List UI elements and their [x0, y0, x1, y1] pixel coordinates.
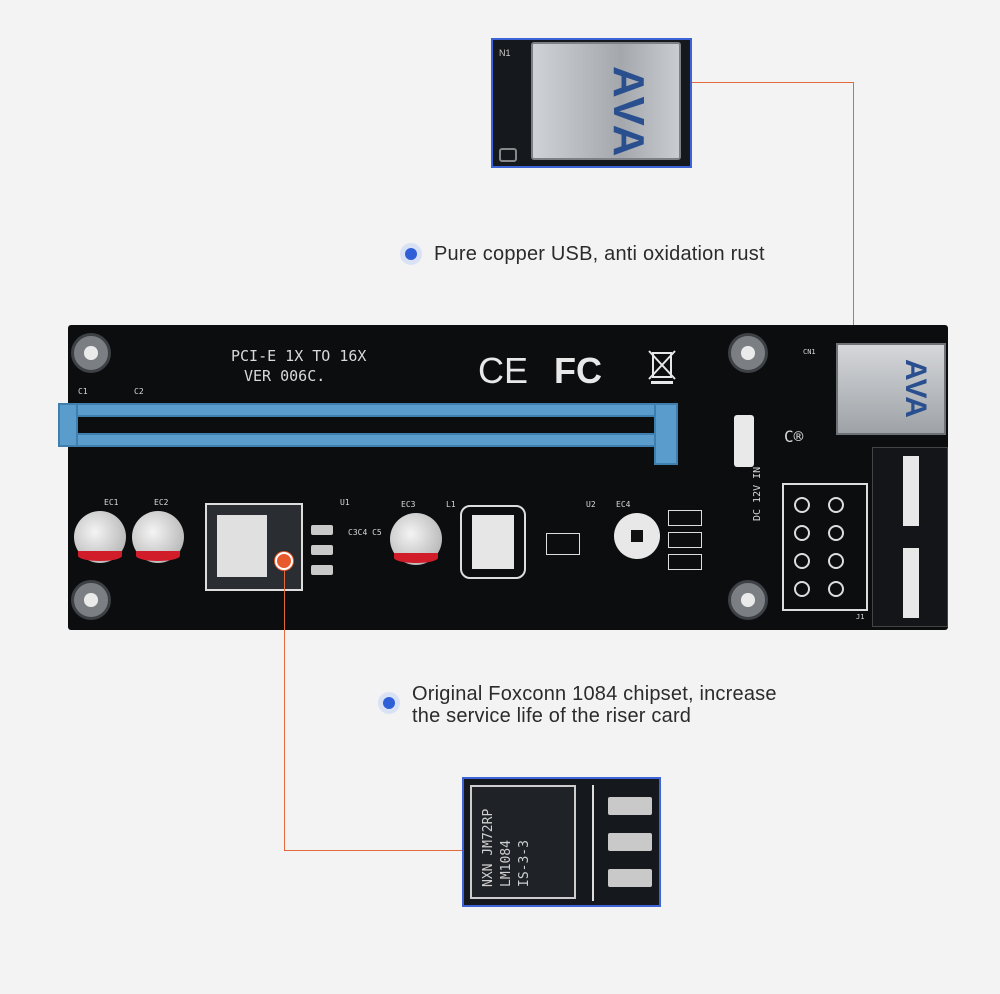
diode-d1 — [668, 510, 702, 526]
usb-leader-horizontal — [692, 82, 854, 83]
ec2-label: EC2 — [154, 498, 169, 507]
chip-zoom-inset: NXN JM72RP LM1084 IS-3-3 — [462, 777, 661, 907]
pcie-slot-start — [58, 403, 78, 447]
model-line-2: VER 006C. — [244, 367, 326, 385]
lm1084-regulator — [205, 503, 303, 591]
c2-label: C2 — [134, 387, 144, 396]
chip-marker — [275, 552, 293, 570]
ce-mark: CE — [478, 350, 529, 391]
chip-zoom-marking: NXN JM72RP LM1084 IS-3-3 — [480, 779, 534, 887]
mount-hole — [728, 333, 768, 373]
usb-zoom-port: AVA — [531, 42, 681, 160]
chip-leader-vertical — [284, 570, 285, 850]
diode-d3 — [668, 554, 702, 570]
inductor-l1 — [460, 505, 526, 579]
capacitor-ec1 — [74, 511, 126, 563]
chip-marking-line-2: LM1084 — [499, 840, 514, 887]
c1-label: C1 — [78, 387, 88, 396]
bullet-icon — [378, 692, 400, 714]
chip-u2 — [546, 533, 580, 555]
pcie-latch — [734, 415, 754, 467]
diode-d2 — [668, 532, 702, 548]
usb-zoom-inset: N1 AVA — [491, 38, 692, 168]
usb-zoom-brand: AVA — [604, 66, 653, 159]
capacitor-ec4 — [614, 513, 660, 559]
chip-zoom-body: NXN JM72RP LM1084 IS-3-3 — [470, 785, 576, 899]
usb-zoom-mount-hole — [499, 148, 517, 162]
fc-mark: FC — [554, 350, 602, 391]
regulator-pin — [311, 565, 333, 575]
power-label: DC 12V IN — [752, 466, 763, 521]
power-connector — [782, 483, 868, 611]
chip-zoom-pin — [608, 833, 652, 851]
c3c4-c5-label: C3C4 C5 — [348, 528, 382, 537]
usb-callout-text: Pure copper USB, anti oxidation rust — [434, 243, 765, 265]
usb-zoom-label: N1 — [499, 48, 511, 58]
pcie-slot-end — [654, 403, 678, 465]
ec1-label: EC1 — [104, 498, 119, 507]
pcie-x16-slot — [58, 403, 678, 417]
chip-zoom-pin — [608, 797, 652, 815]
ec4-label: EC4 — [616, 500, 631, 509]
mount-hole — [728, 580, 768, 620]
chipset-callout: Original Foxconn 1084 chipset, increase … — [378, 683, 777, 727]
ec3-label: EC3 — [401, 500, 416, 509]
chipset-callout-text: Original Foxconn 1084 chipset, increase … — [412, 683, 777, 727]
bullet-icon — [400, 243, 422, 265]
mount-hole — [71, 580, 111, 620]
riser-board: PCI-E 1X TO 16X VER 006C. CE FC C1 C2 C®… — [58, 325, 948, 630]
model-line-1: PCI-E 1X TO 16X — [231, 347, 367, 365]
chip-marking-line-1: NXN JM72RP — [481, 808, 496, 887]
chip-leader-horizontal — [284, 850, 462, 851]
power-socket-housing — [872, 447, 948, 627]
regulator-pin — [311, 525, 333, 535]
capacitor-ec3 — [390, 513, 442, 565]
chip-zoom-pin — [608, 869, 652, 887]
usb-callout: Pure copper USB, anti oxidation rust — [400, 243, 765, 265]
weee-bin-icon — [648, 350, 676, 384]
chip-marking-line-3: IS-3-3 — [517, 840, 532, 887]
u1-label: U1 — [340, 498, 350, 507]
chip-zoom-outline — [592, 785, 594, 901]
l1-label: L1 — [446, 500, 456, 509]
chipset-callout-line-2: the service life of the riser card — [412, 705, 692, 727]
chipset-callout-line-1: Original Foxconn 1084 chipset, increase — [412, 683, 777, 705]
u2-label: U2 — [586, 500, 596, 509]
usb-port-brand: AVA — [899, 359, 932, 418]
mount-hole — [71, 333, 111, 373]
c-registered-mark: C® — [784, 427, 804, 446]
usb-leader-vertical — [853, 82, 854, 369]
j1-label: J1 — [856, 613, 865, 621]
cn1-label: CN1 — [803, 348, 816, 356]
pcie-x16-slot-lower — [58, 433, 678, 447]
usb-port: AVA — [836, 343, 946, 435]
capacitor-ec2 — [132, 511, 184, 563]
regulator-pin — [311, 545, 333, 555]
